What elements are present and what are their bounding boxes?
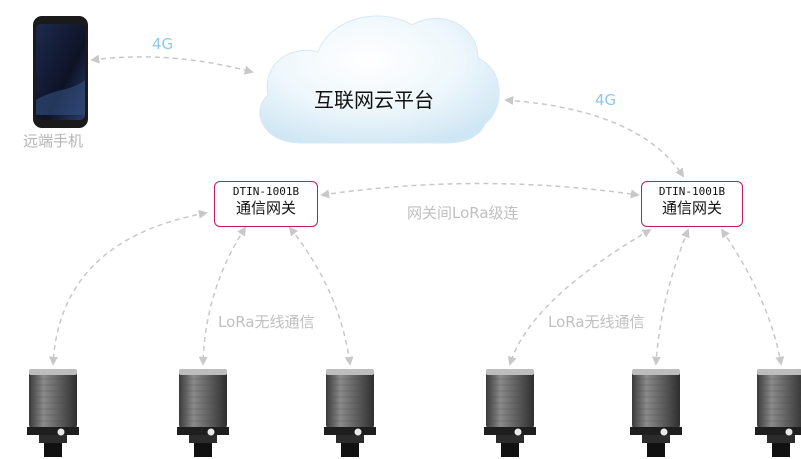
link-lora-right-3 (720, 228, 785, 366)
link-lora-left-2 (198, 226, 246, 366)
connections (48, 54, 785, 366)
gateway-model: DTIN-1001B (232, 185, 300, 198)
sensor-node-icon (27, 369, 79, 457)
link-label-gateway-cascade: 网关间LoRa级连 (407, 204, 519, 222)
link-lora-left-3 (288, 226, 354, 366)
link-cloud-gateway (504, 96, 684, 178)
link-lora-right-2 (651, 228, 690, 366)
link-lora-left-1 (48, 209, 208, 366)
sensor-node-icon (324, 369, 376, 457)
link-label-cloud-gateway: 4G (595, 91, 617, 109)
gateway-name: 通信网关 (661, 199, 722, 218)
sensor-nodes (27, 369, 801, 457)
gateway-right: DTIN-1001B 通信网关 (641, 181, 743, 227)
link-label-left-lora: LoRa无线通信 (218, 313, 315, 331)
gateway-name: 通信网关 (235, 199, 296, 218)
gateway-left: DTIN-1001B 通信网关 (214, 181, 318, 227)
link-phone-cloud (90, 54, 254, 75)
cloud-label: 互联网云平台 (314, 88, 434, 112)
link-gateway-cascade (320, 182, 640, 199)
sensor-node-icon (177, 369, 229, 457)
link-label-phone-cloud: 4G (152, 35, 174, 53)
sensor-node-icon (755, 369, 801, 457)
link-label-right-lora: LoRa无线通信 (548, 313, 645, 331)
sensor-node-icon (484, 369, 536, 457)
phone-label: 远端手机 (23, 132, 84, 150)
smartphone-icon (33, 16, 88, 128)
link-lora-right-1 (507, 229, 652, 366)
sensor-node-icon (630, 369, 682, 457)
cloud-icon (259, 15, 500, 144)
gateway-model: DTIN-1001B (658, 185, 726, 198)
